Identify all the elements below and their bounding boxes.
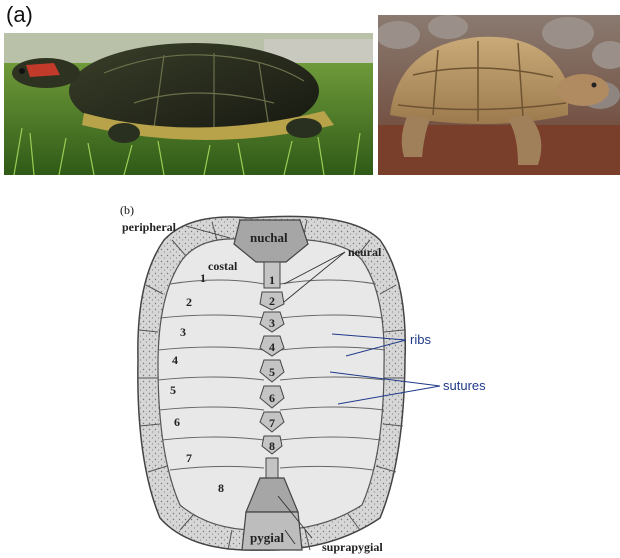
costal-number: 1 — [200, 271, 206, 285]
neural-number: 3 — [269, 316, 275, 330]
tortoise-photo — [378, 15, 620, 175]
neural-label: neural — [348, 245, 382, 259]
pygial-label: pygial — [250, 530, 284, 545]
neural-number: 1 — [269, 273, 275, 287]
neural-number: 2 — [269, 294, 275, 308]
costal-number: 2 — [186, 295, 192, 309]
costal-number: 7 — [186, 451, 192, 465]
turtle-photo-illustration — [4, 33, 373, 175]
costal-number: 4 — [172, 353, 178, 367]
neural-number: 8 — [269, 439, 275, 453]
tortoise-photo-illustration — [378, 15, 620, 175]
costal-number: 3 — [180, 325, 186, 339]
panel-a-label: (a) — [6, 2, 33, 28]
red-eared-slider-photo — [4, 33, 373, 175]
costal-number: 5 — [170, 383, 176, 397]
neural-number: 7 — [269, 416, 275, 430]
peripheral-label: peripheral — [122, 220, 177, 234]
neural-number: 6 — [269, 391, 275, 405]
neural-number: 4 — [269, 340, 275, 354]
costal-number: 8 — [218, 481, 224, 495]
suprapygial-label: suprapygial — [322, 540, 383, 554]
neural-number: 5 — [269, 365, 275, 379]
sutures-label: sutures — [443, 378, 486, 393]
carapace-diagram: peripheral nuchal costal neural ribs sut… — [100, 200, 520, 558]
nuchal-label: nuchal — [250, 230, 288, 245]
ribs-label: ribs — [410, 332, 431, 347]
costal-number: 6 — [174, 415, 180, 429]
costal-label: costal — [208, 259, 238, 273]
